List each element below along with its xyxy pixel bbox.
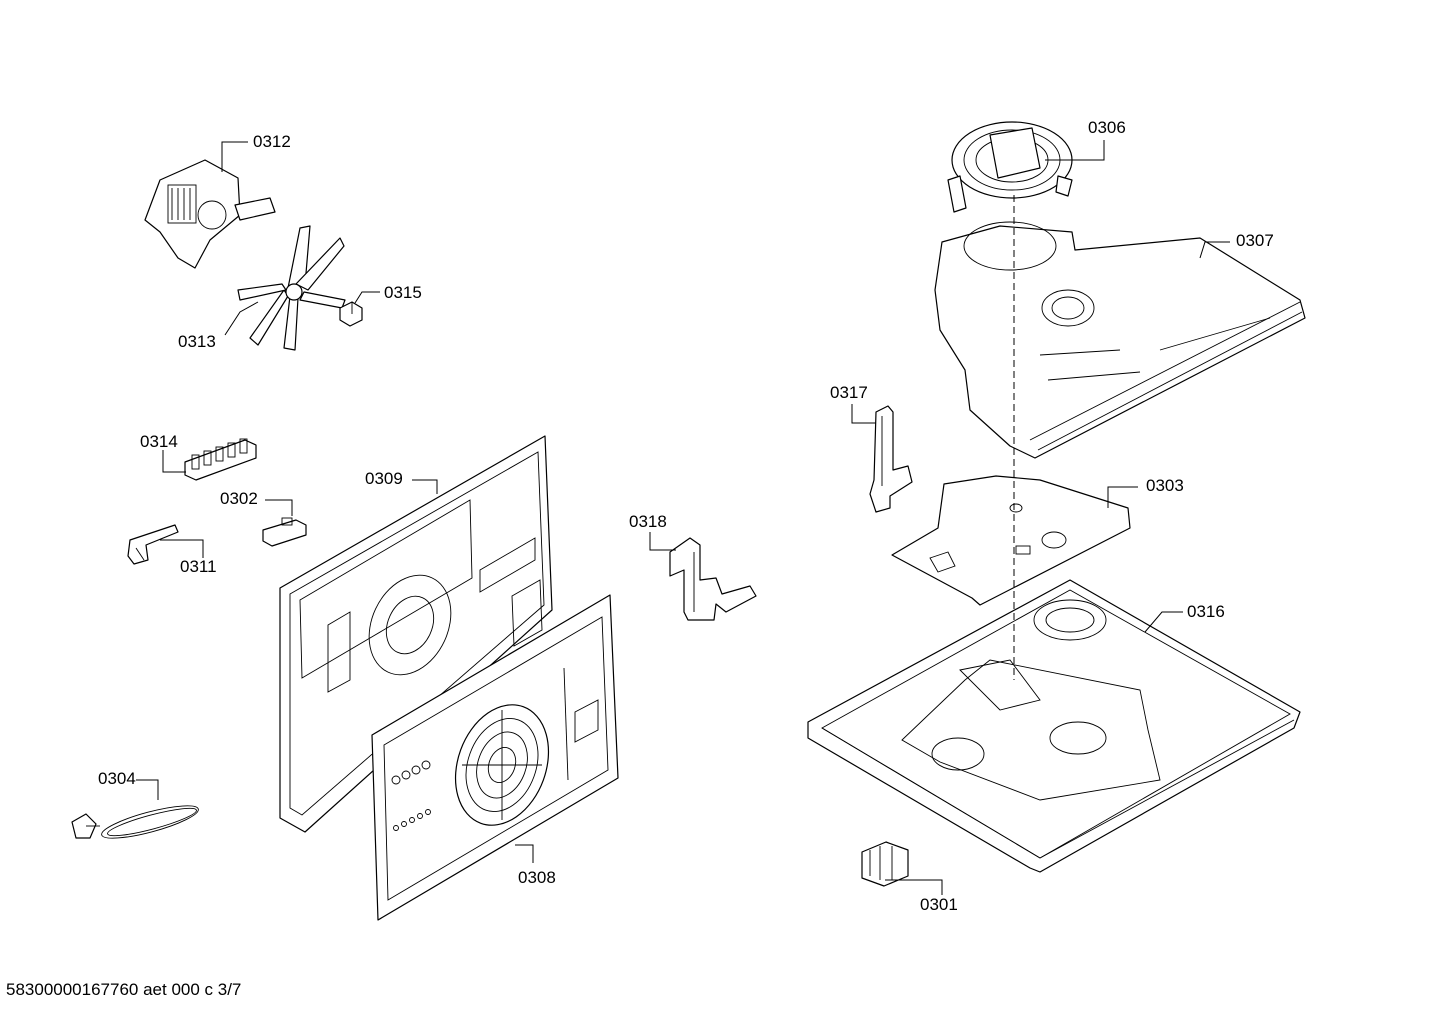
part-fan-motor xyxy=(144,159,276,269)
label-0301: 0301 xyxy=(920,895,958,914)
document-reference: 58300000167760 aet 000 c 3/7 xyxy=(6,980,242,999)
label-0304: 0304 xyxy=(98,769,136,788)
label-0308: 0308 xyxy=(518,868,556,887)
part-cover-plate xyxy=(891,475,1131,606)
label-0302: 0302 xyxy=(220,489,258,508)
callout-0318: 0318 xyxy=(629,512,676,551)
callout-0308: 0308 xyxy=(515,844,556,887)
callout-0312: 0312 xyxy=(221,132,291,172)
label-0307: 0307 xyxy=(1236,231,1274,250)
label-0309: 0309 xyxy=(365,469,403,488)
part-bracket-right xyxy=(869,405,913,513)
callout-0301: 0301 xyxy=(885,879,958,914)
callout-0315: 0315 xyxy=(354,283,422,304)
part-power-cord xyxy=(71,805,199,839)
callout-0311: 0311 xyxy=(160,539,217,576)
part-base-tray xyxy=(807,579,1301,873)
callout-0306: 0306 xyxy=(1045,118,1126,161)
part-nut xyxy=(339,301,363,327)
part-fan-blade xyxy=(237,225,346,351)
label-0318: 0318 xyxy=(629,512,667,531)
part-air-duct xyxy=(934,221,1306,459)
label-0303: 0303 xyxy=(1146,476,1184,495)
callout-0304: 0304 xyxy=(98,769,159,800)
label-0317: 0317 xyxy=(830,383,868,402)
label-0316: 0316 xyxy=(1187,602,1225,621)
part-back-panel-fan-cover xyxy=(371,594,619,921)
callout-0302: 0302 xyxy=(220,489,293,516)
label-0306: 0306 xyxy=(1088,118,1126,137)
label-0312: 0312 xyxy=(253,132,291,151)
label-0313: 0313 xyxy=(178,332,216,351)
callout-0316: 0316 xyxy=(1144,602,1225,633)
callout-0307: 0307 xyxy=(1199,231,1274,259)
callout-0313: 0313 xyxy=(178,301,259,351)
callout-0309: 0309 xyxy=(365,469,438,494)
part-terminal-block xyxy=(184,438,257,481)
label-0314: 0314 xyxy=(140,432,178,451)
part-sensor-clip xyxy=(127,524,179,565)
label-0315: 0315 xyxy=(384,283,422,302)
part-switch xyxy=(262,517,307,547)
callout-0314: 0314 xyxy=(140,432,186,473)
label-0311: 0311 xyxy=(180,557,217,576)
part-bracket-left xyxy=(669,537,757,621)
part-connector xyxy=(861,841,909,887)
callout-0303: 0303 xyxy=(1107,476,1184,508)
callout-0317: 0317 xyxy=(830,383,876,424)
part-cooling-fan xyxy=(947,121,1073,213)
